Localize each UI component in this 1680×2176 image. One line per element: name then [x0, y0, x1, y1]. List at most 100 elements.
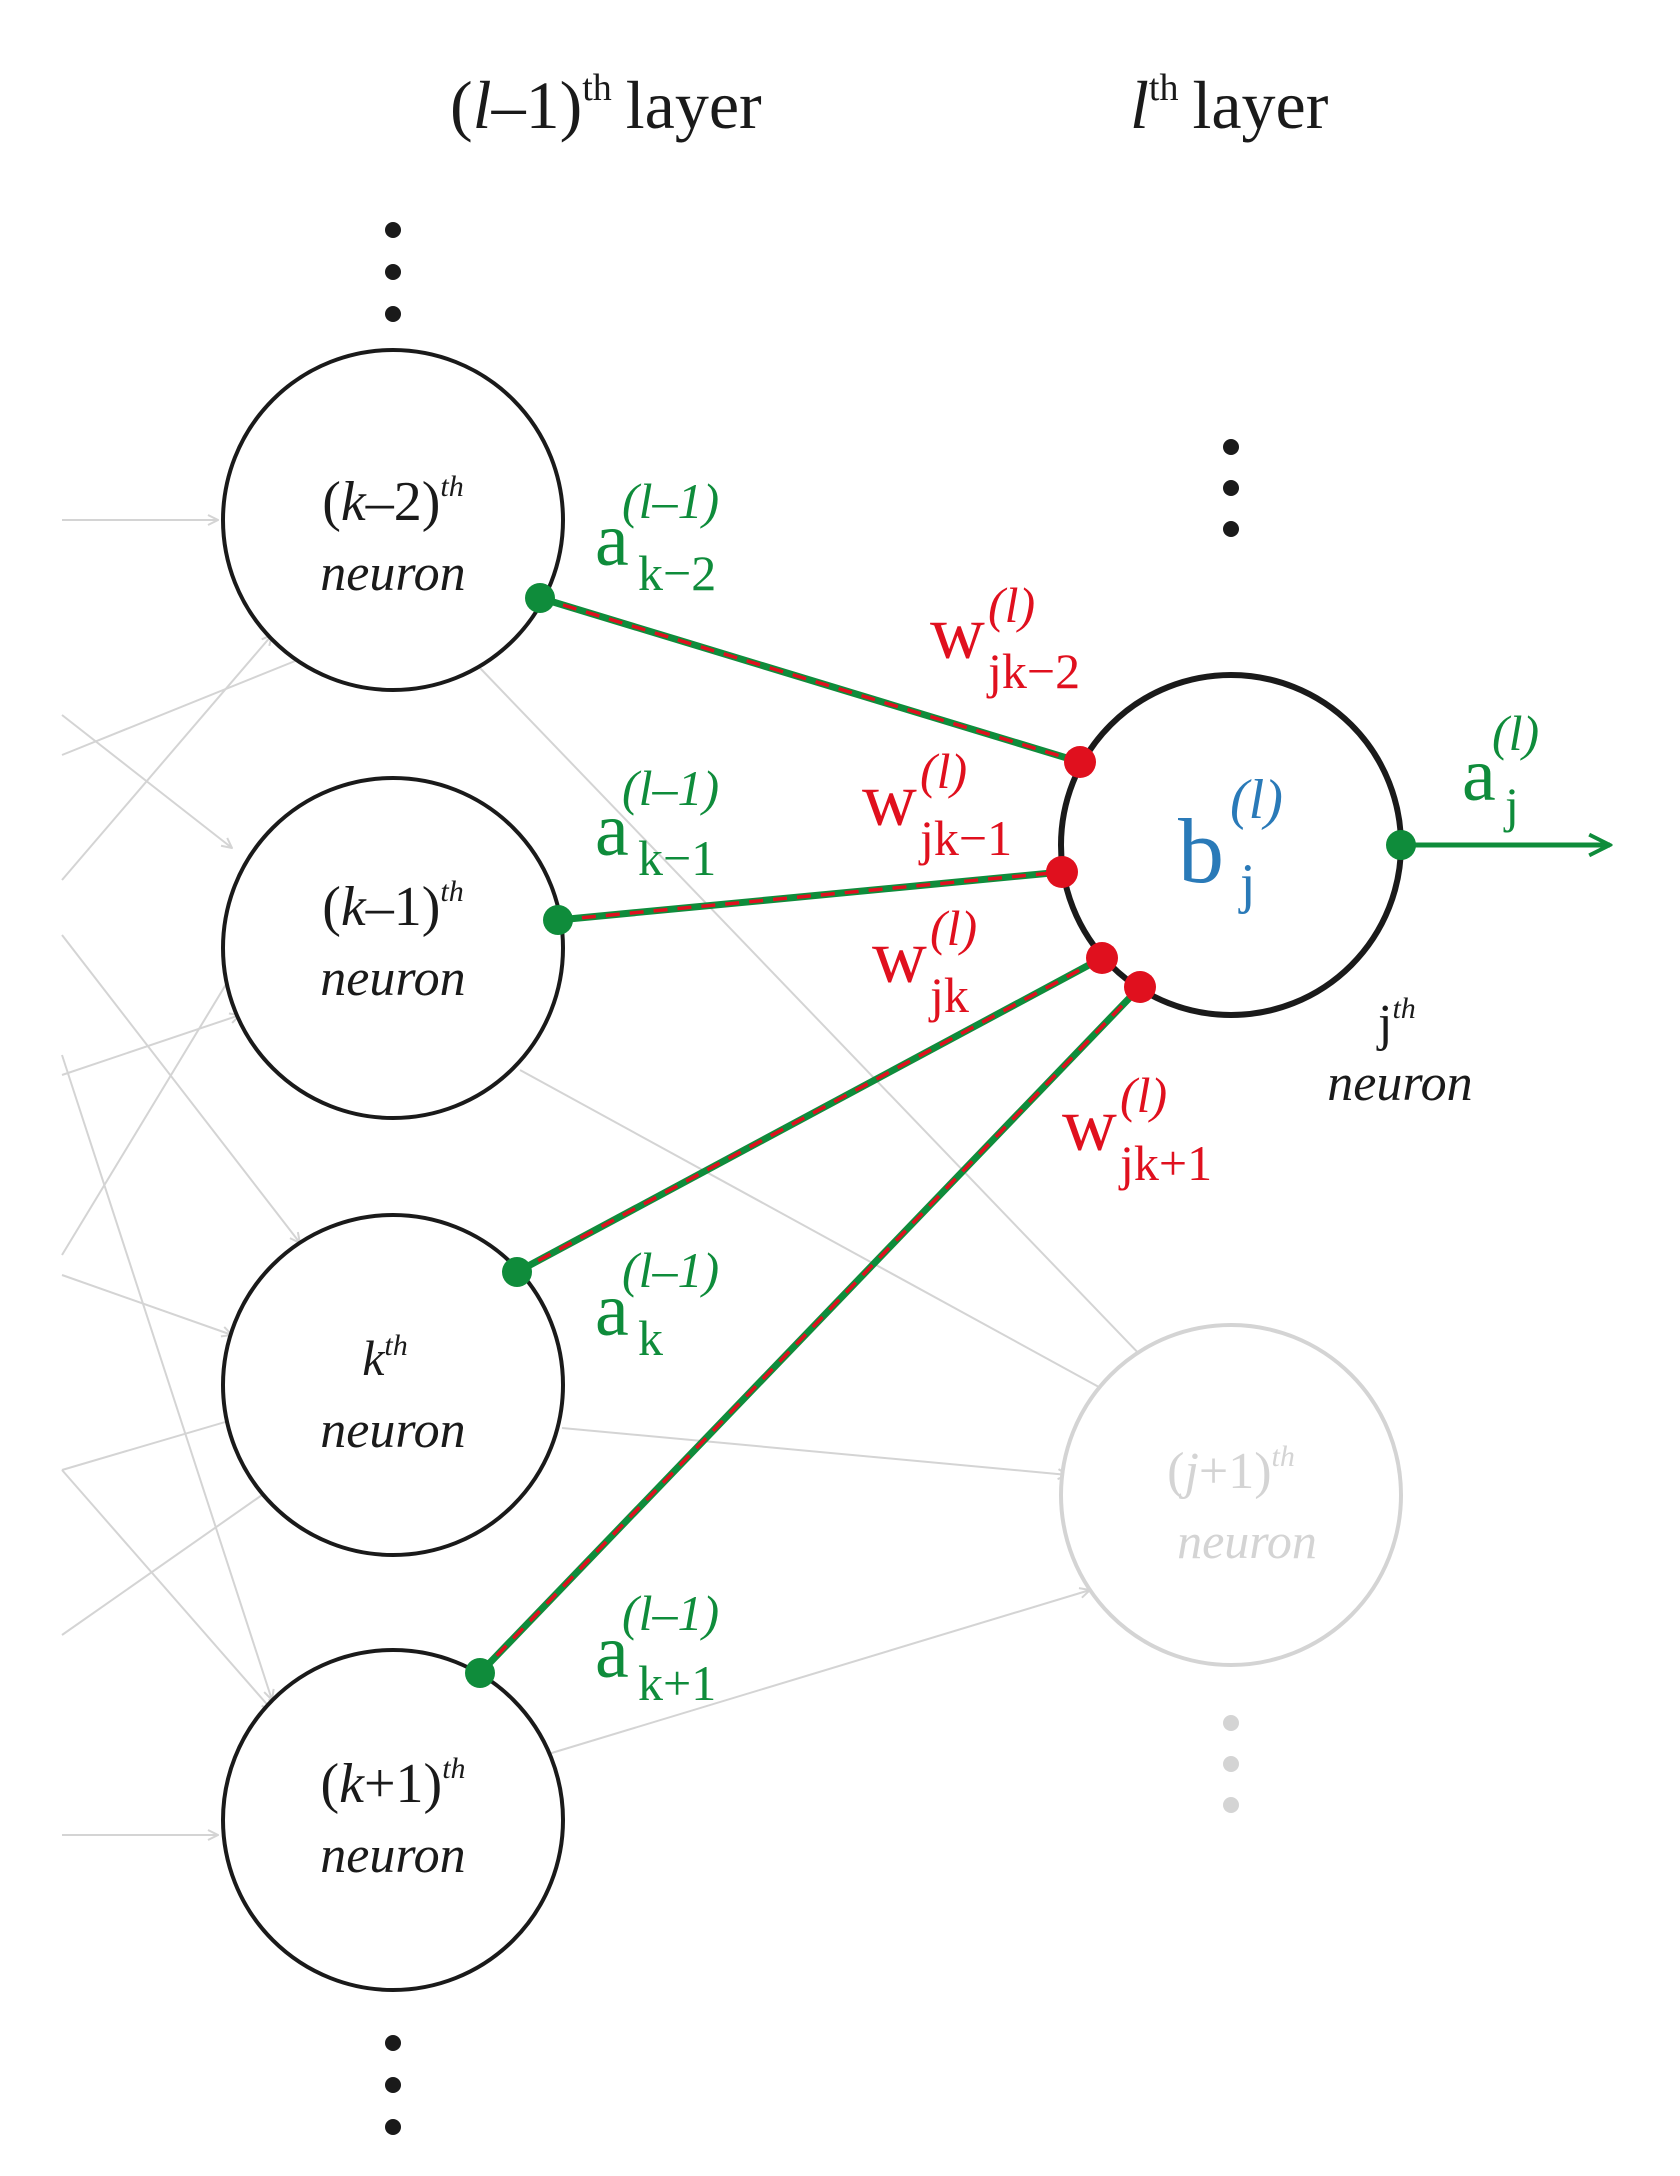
- connection-k-minus-2: [538, 594, 1082, 766]
- activation-dots: [465, 583, 1416, 1688]
- input-arrow: [61, 1274, 232, 1335]
- neuron-k-minus-2-open: (: [322, 471, 341, 533]
- hidden-connection: [561, 1427, 1068, 1475]
- activation-k-plus-1-base: a: [595, 1610, 629, 1694]
- layer-header-prev-sup: th: [582, 67, 612, 109]
- activation-k-sub: k: [638, 1310, 663, 1366]
- neuron-k-minus-2-sup: th: [440, 470, 463, 503]
- neuron-j-j: j: [1376, 995, 1392, 1052]
- activation-k-plus-1-sub: k+1: [638, 1655, 716, 1711]
- neuron-k: [221, 1213, 565, 1557]
- neuron-k-plus-1-sup: th: [442, 1752, 465, 1785]
- layer-header-curr-sup: th: [1149, 67, 1179, 109]
- weight-dot-jk: [1086, 942, 1118, 974]
- input-arrow: [61, 934, 300, 1243]
- activation-k-minus-2-base: a: [595, 498, 629, 582]
- weight-jk-plus-1-sup: (l): [1120, 1067, 1167, 1123]
- neuron-j-plus-1-j: j: [1178, 1443, 1198, 1500]
- ellipsis-top-right: [1223, 439, 1239, 537]
- neuron-j-plus-1-label: (j+1)th: [1167, 1440, 1295, 1500]
- neuron-k-plus-1: [221, 1648, 565, 1992]
- activation-k-minus-2-sup: (l–1): [622, 473, 719, 529]
- layer-header-curr-word: layer: [1192, 67, 1328, 143]
- weight-dot-jk-plus-1: [1124, 971, 1156, 1003]
- activation-dot-k-minus-1: [543, 905, 573, 935]
- neuron-k-minus-2: [221, 348, 565, 692]
- neuron-k-minus-2-word: neuron: [320, 545, 465, 602]
- neuron-k-minus-1-word: neuron: [320, 950, 465, 1007]
- neuron-k-plus-1-k: k: [339, 1753, 365, 1815]
- bias-label: b: [1178, 800, 1224, 902]
- bias-base: b: [1178, 800, 1224, 902]
- weight-labels: w (l) jk−2 w (l) jk−1 w (l) jk w (l) jk+…: [862, 577, 1212, 1191]
- activation-output-base: a: [1462, 733, 1496, 817]
- weight-jk-sup: (l): [930, 900, 977, 956]
- weight-jk-minus-1-base: w: [862, 758, 917, 842]
- activation-output-sub: j: [1503, 777, 1519, 833]
- weight-jk-minus-1-sub: jk−1: [918, 810, 1012, 866]
- neuron-k-sup: th: [384, 1329, 407, 1362]
- activation-k-minus-1-sup: (l–1): [622, 760, 719, 816]
- neuron-k-k: k: [362, 1330, 385, 1386]
- background-connections: [61, 520, 1145, 1835]
- hidden-connection: [519, 1069, 1108, 1392]
- activation-k-base: a: [595, 1268, 629, 1352]
- weight-jk-minus-2-sub: jk−2: [986, 643, 1080, 699]
- weight-dots: [1046, 746, 1156, 1003]
- layer-header-curr-l: l: [1130, 67, 1149, 143]
- input-arrow: [61, 1488, 272, 1636]
- input-arrow: [61, 655, 310, 756]
- layer-header-prev-mid: –1): [491, 67, 583, 143]
- neuron-j-label: jth: [1376, 992, 1416, 1052]
- input-arrow: [61, 1469, 272, 1710]
- neuron-k-minus-1-sup: th: [440, 875, 463, 908]
- neuron-k-minus-1-open: (: [322, 876, 341, 938]
- activation-k-minus-1-base: a: [595, 788, 629, 872]
- activation-k-minus-1-sub: k−1: [638, 830, 716, 886]
- activation-labels: a (l–1) k−2 a (l–1) k−1 a (l–1) k a (l–1…: [595, 473, 1539, 1711]
- neuron-j-word: neuron: [1327, 1055, 1472, 1112]
- weight-jk-minus-2-sup: (l): [988, 577, 1035, 633]
- connection-k-plus-1-dash: [478, 985, 1142, 1675]
- neuron-j-plus-1-rest: +1): [1199, 1443, 1272, 1500]
- ellipsis-bottom-right: [1223, 1715, 1239, 1813]
- weight-dot-jk-minus-2: [1064, 746, 1096, 778]
- activation-output-sup: (l): [1492, 705, 1539, 761]
- weight-dot-jk-minus-1: [1046, 856, 1078, 888]
- weight-jk-base: w: [872, 915, 927, 999]
- neuron-k-label: kth: [362, 1329, 408, 1386]
- neuron-k-plus-1-word: neuron: [320, 1827, 465, 1884]
- neuron-k-minus-1-rest: –1): [365, 876, 441, 938]
- activation-k-plus-1-sup: (l–1): [622, 1585, 719, 1641]
- neuron-k-minus-2-rest: –2): [365, 471, 441, 533]
- layer-header-prev-word: layer: [626, 67, 762, 143]
- neuron-j-plus-1: [1059, 1323, 1403, 1667]
- activation-dot-k-minus-2: [525, 583, 555, 613]
- activation-dot-k: [502, 1257, 532, 1287]
- ellipsis-bottom-left: [385, 2035, 401, 2135]
- neuron-k-plus-1-open: (: [320, 1753, 339, 1815]
- hidden-connection: [544, 1590, 1090, 1756]
- neuron-k-plus-1-rest: +1): [364, 1753, 442, 1815]
- neuron-k-minus-2-label: (k–2)th: [322, 470, 464, 533]
- neuron-k-minus-2-k: k: [341, 471, 367, 533]
- neuron-k-minus-1-label: (k–1)th: [322, 875, 464, 938]
- neuron-j-plus-1-sup: th: [1272, 1440, 1295, 1473]
- hidden-connection: [479, 667, 1145, 1360]
- weight-jk-sub: jk: [928, 967, 969, 1023]
- weighted-connections: [477, 594, 1143, 1676]
- neuron-k-minus-1-k: k: [341, 876, 367, 938]
- neuron-j-sup: th: [1392, 992, 1415, 1025]
- neuron-j-plus-1-word: neuron: [1177, 1513, 1317, 1569]
- weight-jk-plus-1-base: w: [1062, 1083, 1117, 1167]
- neuron-k-minus-1: [221, 776, 565, 1120]
- layer-header-prev-l: l: [473, 67, 492, 143]
- activation-dot-k-plus-1: [465, 1658, 495, 1688]
- neuron-j-plus-1-open: (: [1167, 1443, 1184, 1500]
- bias-sup: (l): [1230, 769, 1283, 831]
- input-arrow: [61, 635, 272, 881]
- activation-dot-output: [1386, 830, 1416, 860]
